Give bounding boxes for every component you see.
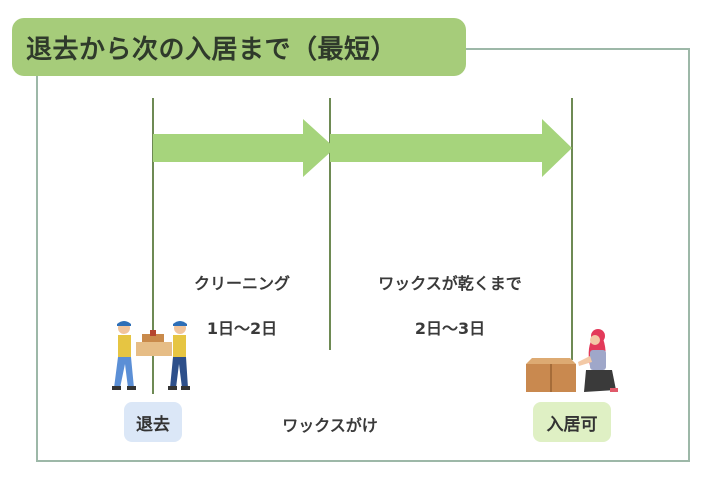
- timeline-line-middle: [329, 98, 331, 350]
- move-out-badge: 退去: [124, 402, 182, 442]
- phase-arrow-cleaning: [153, 119, 335, 177]
- movers-illustration: [112, 321, 190, 390]
- phase-arrow-wax-drying: [330, 119, 572, 177]
- move-in-illustration: [526, 329, 618, 392]
- phase-duration-cleaning: 1日〜2日: [206, 319, 278, 338]
- move-in-ready-badge: 入居可: [533, 402, 611, 442]
- page-title: 退去から次の入居まで（最短）: [26, 34, 398, 65]
- timeline-line-start: [152, 98, 154, 394]
- diagram-frame: [36, 48, 690, 462]
- title-banner: 退去から次の入居まで（最短）: [12, 18, 466, 76]
- timeline-line-end: [571, 98, 573, 360]
- phase-label-cleaning: クリーニング: [193, 274, 290, 293]
- phase-duration-wax-drying: 2日〜3日: [414, 319, 486, 338]
- phase-label-wax-drying: ワックスが乾くまで: [378, 274, 522, 293]
- waxing-label: ワックスがけ: [282, 416, 378, 435]
